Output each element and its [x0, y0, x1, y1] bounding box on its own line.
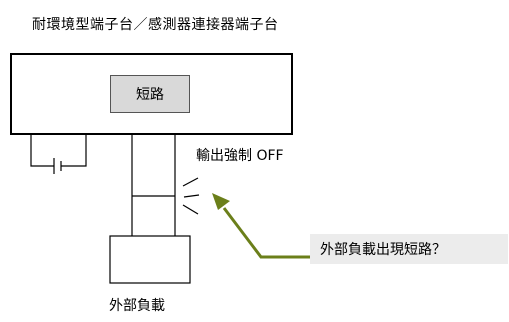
- external-load-caption: 外部負載: [109, 298, 165, 314]
- output-forced-off-label: 輸出強制 OFF: [196, 148, 284, 164]
- diagram-title: 耐環境型端子台／感測器連接器端子台: [32, 17, 279, 33]
- short-circuit-label: 短路: [110, 75, 190, 113]
- terminal-block-outline: [10, 53, 293, 135]
- output-cable: [131, 134, 176, 236]
- spark-marks: [182, 177, 200, 215]
- power-supply-symbol: [30, 134, 87, 174]
- load-short-callout: 外部負載出現短路？: [310, 234, 508, 264]
- external-load-box: [109, 235, 191, 284]
- callout-arrow: [212, 193, 310, 259]
